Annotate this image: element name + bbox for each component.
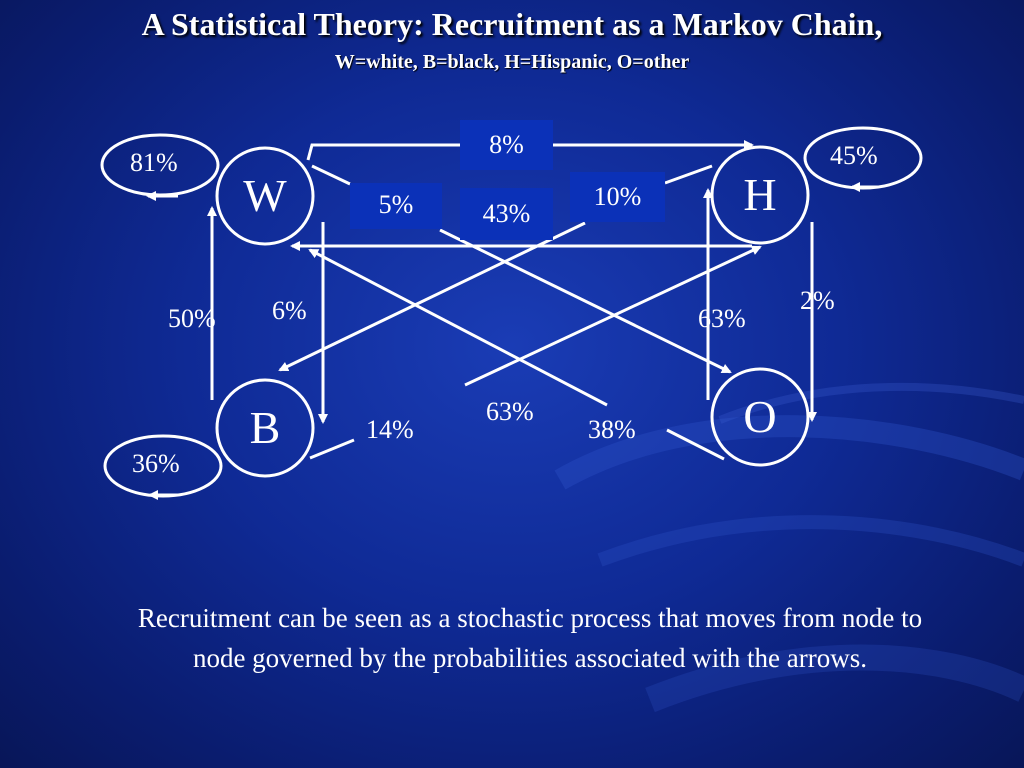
node-b-label: B <box>249 402 281 453</box>
edge-h-to-b-label: 10% <box>570 172 665 222</box>
edge-h-to-b-top <box>664 164 713 185</box>
edge-o-to-w <box>308 248 608 407</box>
edge-w-to-h-label: 8% <box>460 120 553 170</box>
edge-w-to-o-top <box>311 164 351 186</box>
edge-o-to-w-tail <box>666 428 725 461</box>
self-loop-b-label: 36% <box>132 449 180 478</box>
node-w-label: W <box>243 170 287 221</box>
node-o-label: O <box>743 391 777 442</box>
node-w-circle <box>215 146 315 246</box>
edge-h-to-o-label: 2% <box>800 286 835 315</box>
edge-b-to-w-label: 50% <box>168 304 216 333</box>
edge-w-to-o-label: 5% <box>350 183 442 229</box>
edge-b-to-o-label: 63% <box>486 397 534 426</box>
edge-w-to-h <box>306 143 460 161</box>
self-loop-w-label: 81% <box>130 148 178 177</box>
edge-h-to-b <box>278 221 586 372</box>
edge-b-to-h-tail <box>309 438 355 460</box>
edge-o-to-h-label: 63% <box>698 304 746 333</box>
edge-b-to-h <box>464 245 762 387</box>
node-b-circle <box>215 378 315 478</box>
self-loop-h-label: 45% <box>830 141 878 170</box>
edge-w-to-o <box>439 228 732 374</box>
slide-subtitle: W=white, B=black, H=Hispanic, O=other <box>334 51 690 73</box>
edge-h-to-w-label: 43% <box>460 188 553 240</box>
edge-w-to-b-label: 6% <box>272 296 307 325</box>
edge-b-to-h-label: 14% <box>366 415 414 444</box>
slide-title: A Statistical Theory: Recruitment as a M… <box>141 6 883 42</box>
edge-o-to-w-label: 38% <box>588 415 636 444</box>
node-h-label: H <box>743 169 777 220</box>
explanation-caption: Recruitment can be seen as a stochastic … <box>137 603 923 673</box>
